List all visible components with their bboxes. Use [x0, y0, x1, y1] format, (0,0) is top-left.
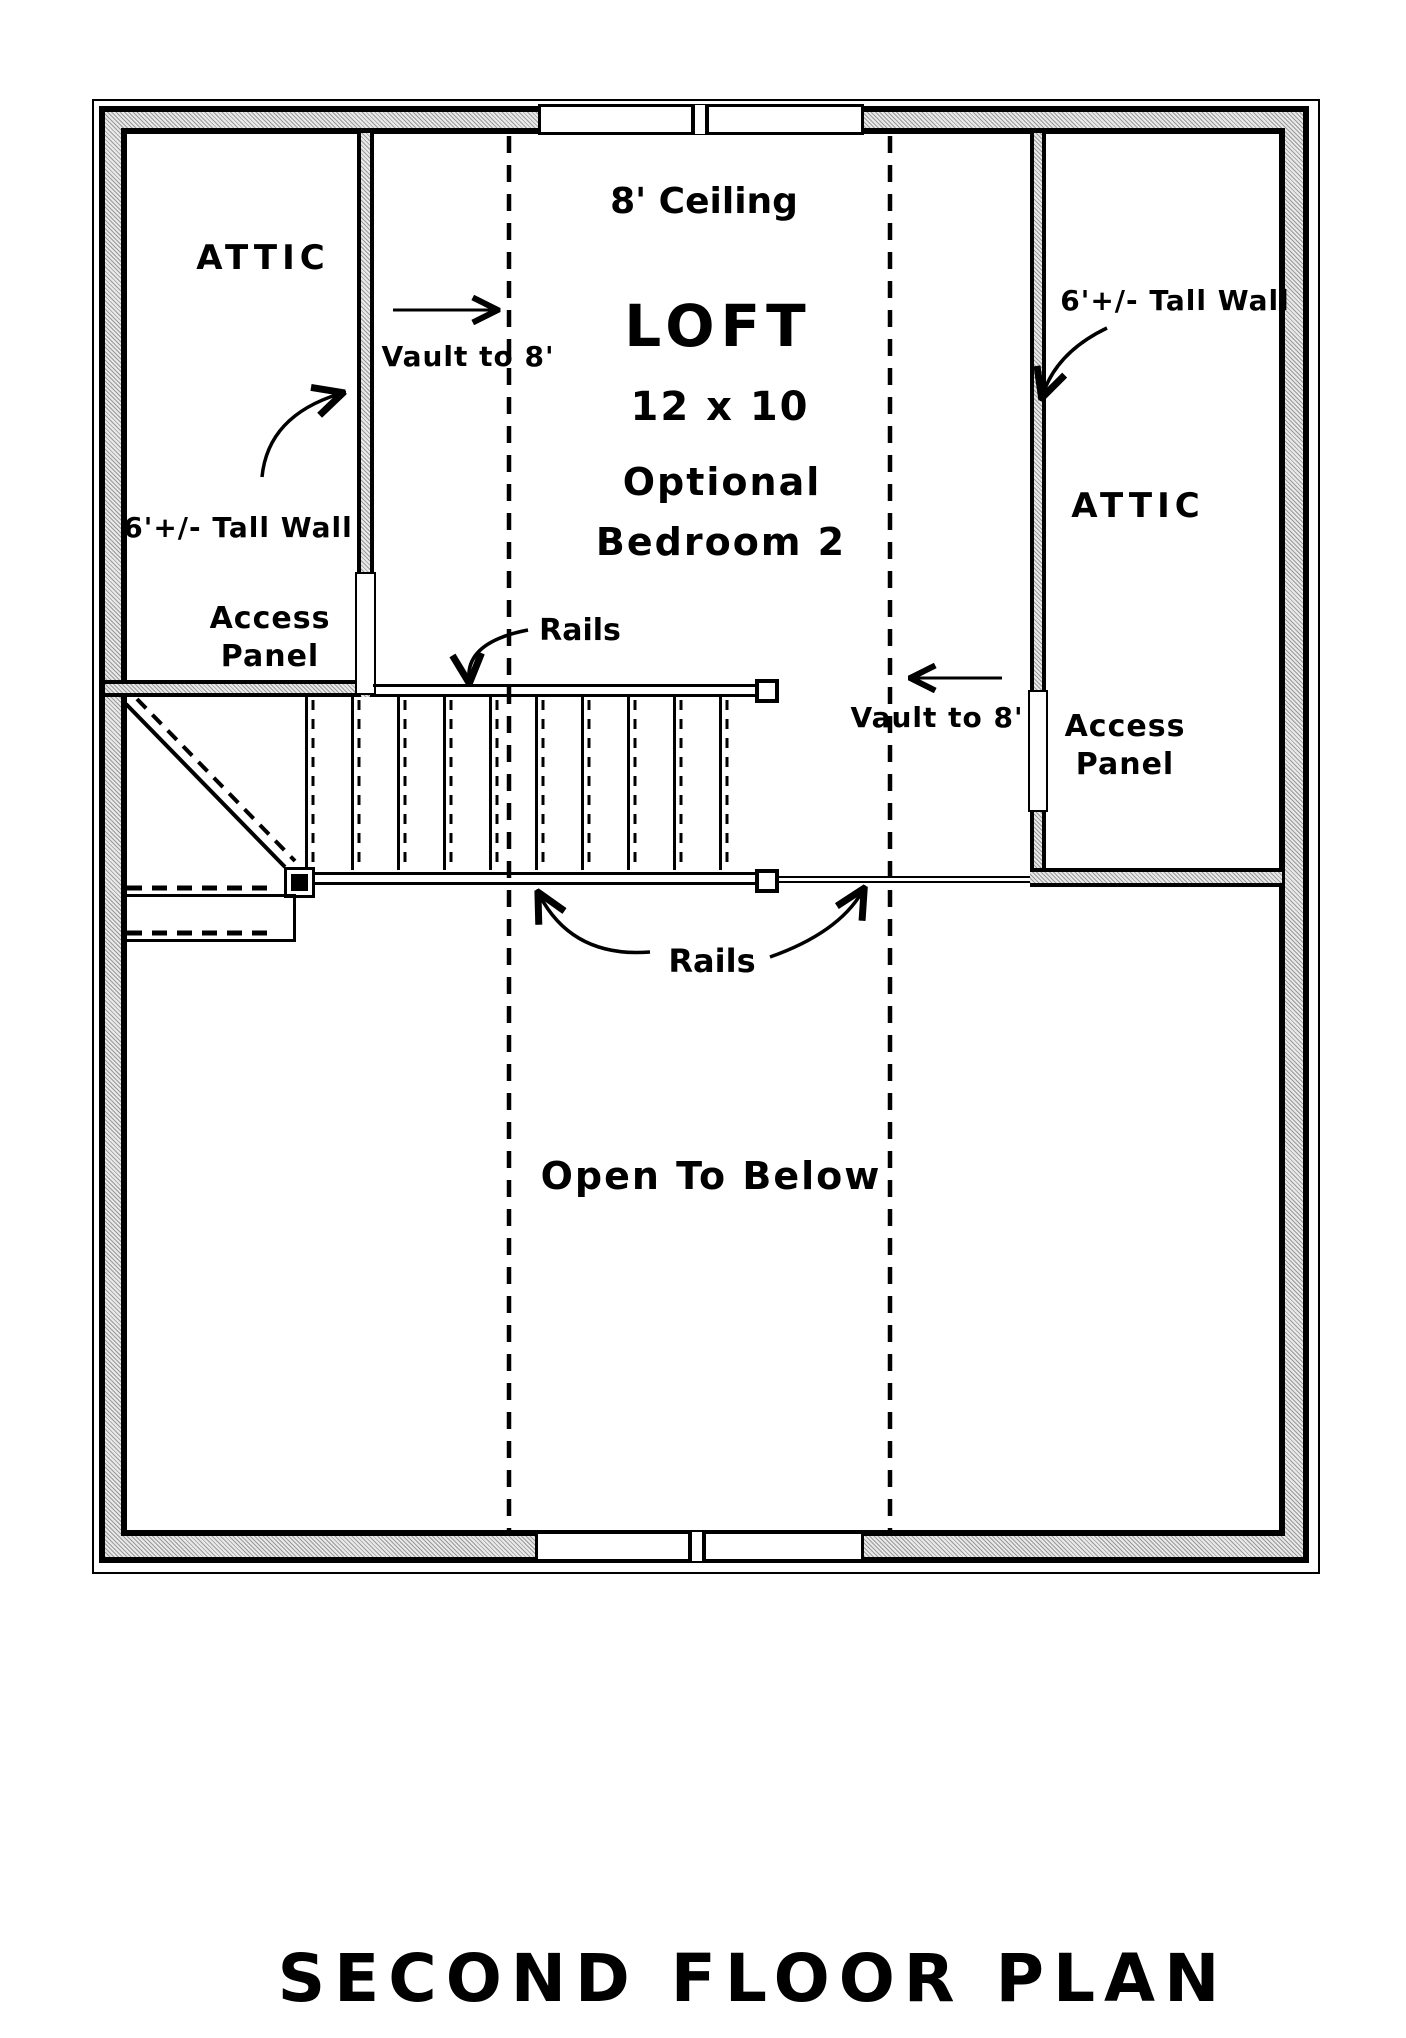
stair-tread-line	[443, 697, 446, 870]
access-panel-left-line2: Panel	[220, 639, 320, 675]
plan-outer-outline	[92, 99, 1320, 1574]
understair-line-right	[293, 894, 296, 942]
access-panel-right-note: Access Panel	[1065, 708, 1186, 785]
stair-tread-line	[351, 697, 354, 870]
vault-left-note: Vault to 8'	[381, 340, 555, 373]
stair-tread-line	[305, 697, 308, 870]
understair-line-top	[127, 894, 295, 897]
understair-line-bottom	[127, 939, 296, 942]
stair-top-rail-inner	[373, 694, 757, 697]
open-to-below-label: Open To Below	[540, 1154, 882, 1198]
access-panel-left-note: Access Panel	[210, 600, 331, 677]
ceiling-note: 8' Ceiling	[610, 181, 798, 222]
rails-top-note: Rails	[539, 613, 621, 648]
left-attic-bottom-wall	[105, 680, 358, 697]
loft-optional-line1: Optional	[622, 460, 822, 504]
access-panel-right-line2: Panel	[1075, 747, 1175, 783]
stair-tread-line	[673, 697, 676, 870]
tall-wall-left-note: 6'+/- Tall Wall	[123, 511, 353, 544]
newel-post-core	[291, 874, 308, 891]
stair-tread-line	[535, 697, 538, 870]
right-attic-access-opening	[1028, 690, 1048, 812]
stair-tread-line	[489, 697, 492, 870]
top-rail-post	[755, 679, 779, 703]
left-attic-wall	[357, 133, 374, 697]
access-panel-left-line1: Access	[209, 601, 331, 636]
stair-bottom-rail-inner	[315, 882, 757, 885]
tall-wall-right-note: 6'+/- Tall Wall	[1060, 284, 1290, 317]
left-attic-label: ATTIC	[196, 238, 330, 278]
left-attic-access-opening	[355, 572, 376, 695]
top-window-mullion	[691, 105, 709, 134]
right-attic-label: ATTIC	[1071, 486, 1205, 526]
loft-label: LOFT	[624, 292, 812, 360]
bottom-window-mullion	[688, 1532, 706, 1561]
rails-bottom-note: Rails	[668, 942, 756, 980]
loft-optional-line2: Bedroom 2	[595, 520, 847, 564]
loft-edge-rail	[779, 876, 1030, 878]
access-panel-right-line1: Access	[1064, 709, 1186, 744]
vault-right-note: Vault to 8'	[850, 701, 1024, 734]
loft-edge-rail-inner	[779, 881, 1030, 883]
bottom-rail-post	[755, 869, 779, 893]
right-attic-bottom-wall	[1030, 868, 1282, 887]
loft-dimensions: 12 x 10	[630, 384, 810, 430]
stair-tread-line	[627, 697, 630, 870]
stair-tread-line	[719, 697, 722, 870]
plan-title: SECOND FLOOR PLAN	[277, 1940, 1229, 2017]
stair-bottom-rail	[315, 872, 757, 875]
stair-tread-line	[397, 697, 400, 870]
stair-top-rail	[373, 684, 757, 687]
stair-tread-line	[581, 697, 584, 870]
